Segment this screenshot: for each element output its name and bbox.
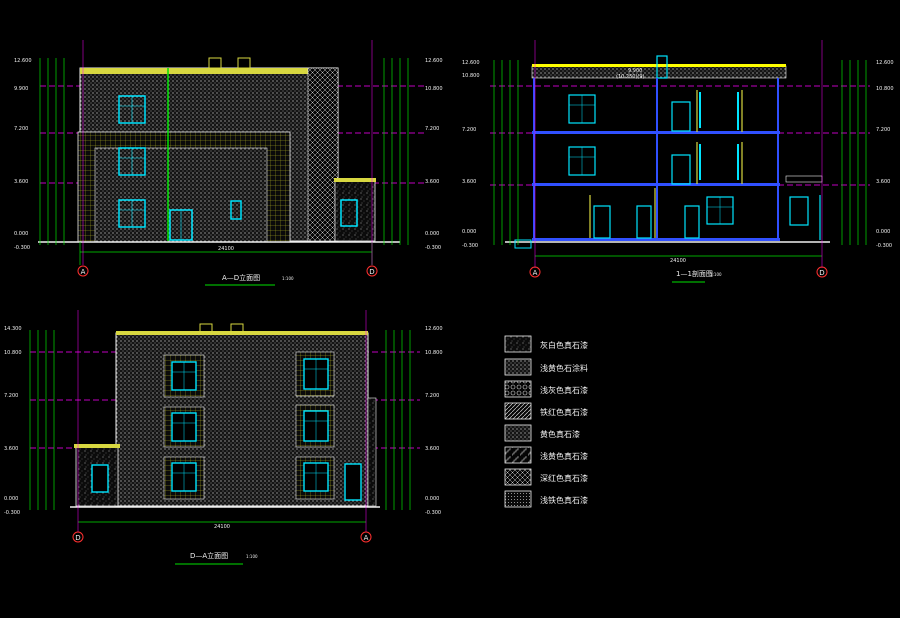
da-level-right-0: 12.600 [425,326,443,332]
da-level-left-1: 10.800 [4,350,22,356]
da-level-right-2: 7.200 [425,393,439,399]
sec-level-right-0: 12.600 [876,60,894,66]
legend-swatch [504,380,532,398]
sec-level-left-2: 7.200 [462,127,476,133]
ad-level-left-0: 12.600 [14,58,32,64]
legend-item: 黄色真石漆 [504,424,580,442]
da-level-left-5: -0.300 [4,510,20,516]
da-overall-dim: 24100 [214,524,230,530]
sec-level-left-4: 0.000 [462,229,476,235]
da-axis-left: D [75,534,80,542]
legend-swatch [504,424,532,442]
legend-label: 深红色真石漆 [540,473,588,483]
sec-title: 1—1剖面图 [676,269,713,278]
da-elevation: D A 24100 14.300 10.800 7.200 3.600 0.00… [4,310,443,565]
da-level-right-5: -0.300 [425,510,441,516]
ad-level-left-1: 9.900 [14,86,28,92]
ad-elevation: A D 24100 12.600 9.900 7.200 3.600 0.000… [14,40,443,286]
sec-level-left-3: 3.600 [462,179,476,185]
ad-axis-right: D [369,268,374,276]
ad-level-right-2: 7.200 [425,126,439,132]
ad-level-right-0: 12.600 [425,58,443,64]
sec-axis-left: A [533,269,538,277]
legend-label: 黄色真石漆 [540,429,580,439]
material-legend: 灰白色真石漆 浅黄色石涂料 浅灰色真石漆 铁红色真石漆 黄色真石漆 浅黄色真石漆… [504,335,588,508]
legend-item: 浅黄色石涂料 [504,358,588,376]
ad-scale: 1:100 [282,276,294,281]
sec-level-right-5: -0.300 [876,243,892,249]
legend-label: 浅灰色真石漆 [540,385,588,395]
ad-axis-left: A [81,268,86,276]
da-level-right-1: 10.800 [425,350,443,356]
sec-level-right-4: 0.000 [876,229,890,235]
legend-swatch [504,468,532,486]
da-level-left-3: 3.600 [4,446,18,452]
legend-swatch [504,335,532,353]
ad-level-right-1: 10.800 [425,86,443,92]
ad-level-right-5: -0.300 [425,245,441,251]
legend-swatch [504,358,532,376]
sec-axis-right: D [819,269,824,277]
sec-top-label: 9.900 [628,68,642,74]
da-level-left-2: 7.200 [4,393,18,399]
ad-level-left-4: 0.000 [14,231,28,237]
legend-swatch [504,490,532,508]
legend-item: 灰白色真石漆 [504,335,588,353]
da-level-left-4: 0.000 [4,496,18,502]
da-level-right-4: 0.000 [425,496,439,502]
sec-level-right-3: 3.600 [876,179,890,185]
legend-label: 灰白色真石漆 [540,340,588,350]
ad-title: A—D立面图 [222,273,260,282]
section-11: A D 24100 9.900 (10.250)(9) 12.600 10.80… [462,40,894,283]
legend-swatch [504,446,532,464]
sec-level-left-5: -0.300 [462,243,478,249]
legend-swatch [504,402,532,420]
legend-label: 浅铁色真石漆 [540,495,588,505]
sec-level-right-1: 10.800 [876,86,894,92]
sec-top-label-paren: (10.250)(9) [616,74,645,80]
legend-item: 浅铁色真石漆 [504,490,588,508]
legend-label: 浅黄色真石漆 [540,451,588,461]
legend-item: 浅黄色真石漆 [504,446,588,464]
ad-level-right-3: 3.600 [425,179,439,185]
legend-label: 铁红色真石漆 [540,407,588,417]
sec-scale: 1:100 [710,272,722,277]
sec-overall-dim: 24100 [670,258,686,264]
legend-item: 深红色真石漆 [504,468,588,486]
da-level-left-0: 14.300 [4,326,22,332]
da-scale: 1:100 [246,554,258,559]
ad-level-left-3: 3.600 [14,179,28,185]
sec-level-right-2: 7.200 [876,127,890,133]
ad-level-right-4: 0.000 [425,231,439,237]
legend-item: 铁红色真石漆 [504,402,588,420]
da-axis-right: A [364,534,369,542]
sec-level-left-1: 10.800 [462,73,480,79]
da-title: D—A立面图 [190,551,228,560]
legend-label: 浅黄色石涂料 [540,363,588,373]
ad-level-left-5: -0.300 [14,245,30,251]
ad-level-left-2: 7.200 [14,126,28,132]
sec-level-left-0: 12.600 [462,60,480,66]
legend-item: 浅灰色真石漆 [504,380,588,398]
ad-overall-dim: 24100 [218,246,234,252]
da-level-right-3: 3.600 [425,446,439,452]
